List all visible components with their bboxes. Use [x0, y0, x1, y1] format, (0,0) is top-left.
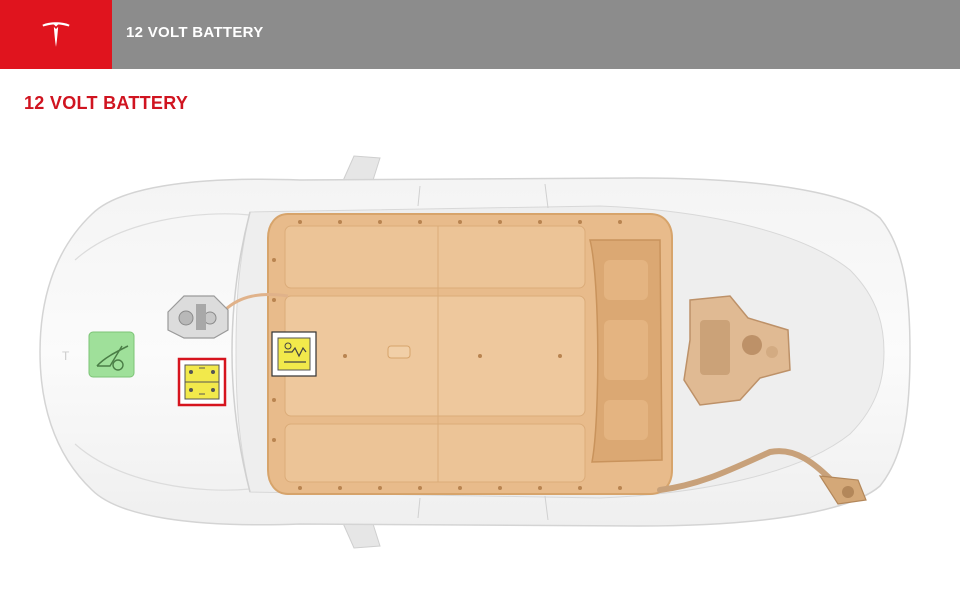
page-title: 12 VOLT BATTERY: [24, 93, 189, 113]
rear-drive-unit: [683, 295, 791, 406]
12v-battery-icon[interactable]: [177, 357, 227, 407]
frunk-hood-icon[interactable]: [88, 331, 135, 378]
front-power-cable: [223, 293, 289, 312]
door-seam-1: [417, 185, 421, 207]
door-seam-2: [544, 183, 549, 209]
pyro-fuse-icon[interactable]: [271, 331, 317, 377]
header-bar: 12 VOLT BATTERY: [0, 0, 960, 69]
hood-line-top: [74, 213, 251, 261]
pack-bolts: [272, 220, 622, 490]
hood-emblem: T: [62, 349, 70, 363]
door-seam-3: [417, 497, 421, 519]
header-title: 12 VOLT BATTERY: [126, 24, 264, 41]
door-seam-4: [544, 495, 549, 521]
windshield-edge: [231, 211, 251, 493]
high-voltage-battery-pack: [267, 213, 673, 495]
front-components: [167, 295, 229, 339]
tesla-t-logo-icon: [42, 21, 70, 47]
hood-line-bottom: [74, 443, 251, 491]
brand-logo[interactable]: [0, 0, 112, 69]
vehicle-top-view-diagram: T: [39, 155, 911, 549]
charge-port-cable: [657, 448, 867, 505]
